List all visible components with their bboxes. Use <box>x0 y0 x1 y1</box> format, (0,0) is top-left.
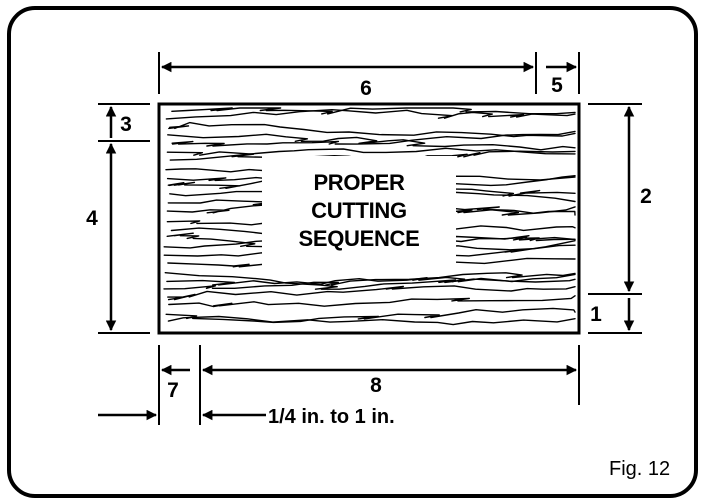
dim-7-label: 7 <box>167 379 179 402</box>
dimension-arrows <box>98 61 635 421</box>
grain-line <box>163 272 576 290</box>
offset-note: 1/4 in. to 1 in. <box>268 406 395 428</box>
dim-2-label: 2 <box>640 185 652 208</box>
center-label-line-2: CUTTING <box>311 198 407 223</box>
figure-caption: Fig. 12 <box>609 458 670 480</box>
grain-line <box>165 307 576 324</box>
grain-line <box>168 295 576 308</box>
grain-line <box>165 109 576 120</box>
dim-5-label: 5 <box>551 74 563 97</box>
dim-6-label: 6 <box>360 77 372 100</box>
text-clear-area <box>262 156 456 266</box>
wood-panel: PROPER CUTTING SEQUENCE <box>157 102 581 335</box>
dim-8-label: 8 <box>370 374 382 397</box>
dim-4-label: 4 <box>86 207 98 230</box>
center-label-line-1: PROPER <box>313 170 405 195</box>
grain-line <box>167 285 576 301</box>
grain-line <box>168 121 576 138</box>
grain-line <box>167 133 576 151</box>
grain-line <box>166 232 576 251</box>
dim-3-label: 3 <box>120 113 132 136</box>
dimension-labels: 6 5 3 4 2 1 7 8 <box>86 74 652 402</box>
extension-lines <box>98 52 642 425</box>
figure-frame <box>7 6 698 498</box>
grain-line <box>166 273 576 286</box>
grain-line <box>171 107 576 115</box>
grain-line <box>167 315 576 326</box>
dim-1-label: 1 <box>590 303 602 326</box>
grain-line <box>171 130 576 147</box>
center-label-line-3: SEQUENCE <box>298 226 419 251</box>
grain-line <box>169 147 576 161</box>
